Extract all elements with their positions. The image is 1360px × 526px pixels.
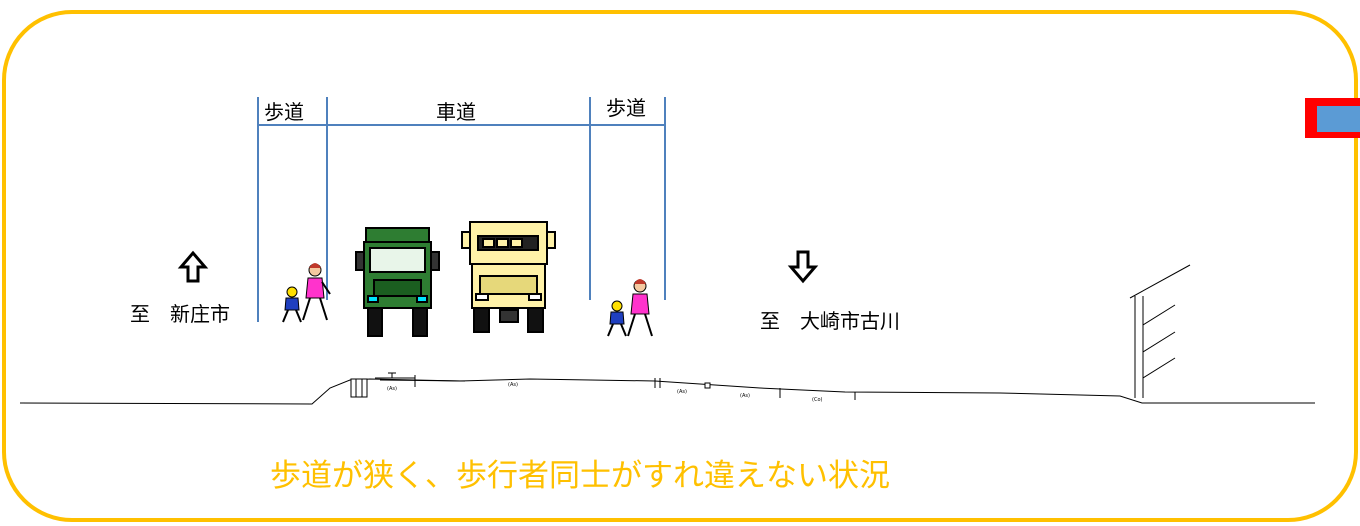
pavement-mark: (As) bbox=[740, 393, 750, 399]
badge-marker-inner bbox=[1317, 106, 1360, 132]
direction-south-label: 至 大崎市古川 bbox=[760, 309, 900, 333]
pavement-mark: (As) bbox=[387, 386, 397, 392]
arrow-up-icon bbox=[177, 250, 209, 283]
green-truck-icon bbox=[355, 227, 440, 337]
caption: 歩道が狭く、歩行者同士がすれ違えない状況 bbox=[270, 458, 890, 494]
pavement-mark: (As) bbox=[508, 382, 518, 388]
pavement-mark: (Co) bbox=[812, 397, 823, 403]
pedestrians-icon bbox=[282, 263, 331, 323]
yellow-truck-icon bbox=[461, 221, 556, 333]
badge-marker bbox=[1305, 98, 1360, 138]
sidewalk-right-label: 歩道 bbox=[606, 96, 646, 120]
direction-north-label: 至 新庄市 bbox=[130, 302, 230, 326]
ground-profile bbox=[19, 264, 1315, 405]
roadway-label: 車道 bbox=[436, 100, 476, 124]
dimension-lines bbox=[257, 97, 666, 322]
rounded-frame bbox=[2, 10, 1358, 522]
pavement-mark: (As) bbox=[677, 389, 687, 395]
arrow-down-icon bbox=[787, 250, 819, 284]
sidewalk-left-label: 歩道 bbox=[264, 100, 304, 124]
pedestrians-icon bbox=[607, 279, 653, 337]
